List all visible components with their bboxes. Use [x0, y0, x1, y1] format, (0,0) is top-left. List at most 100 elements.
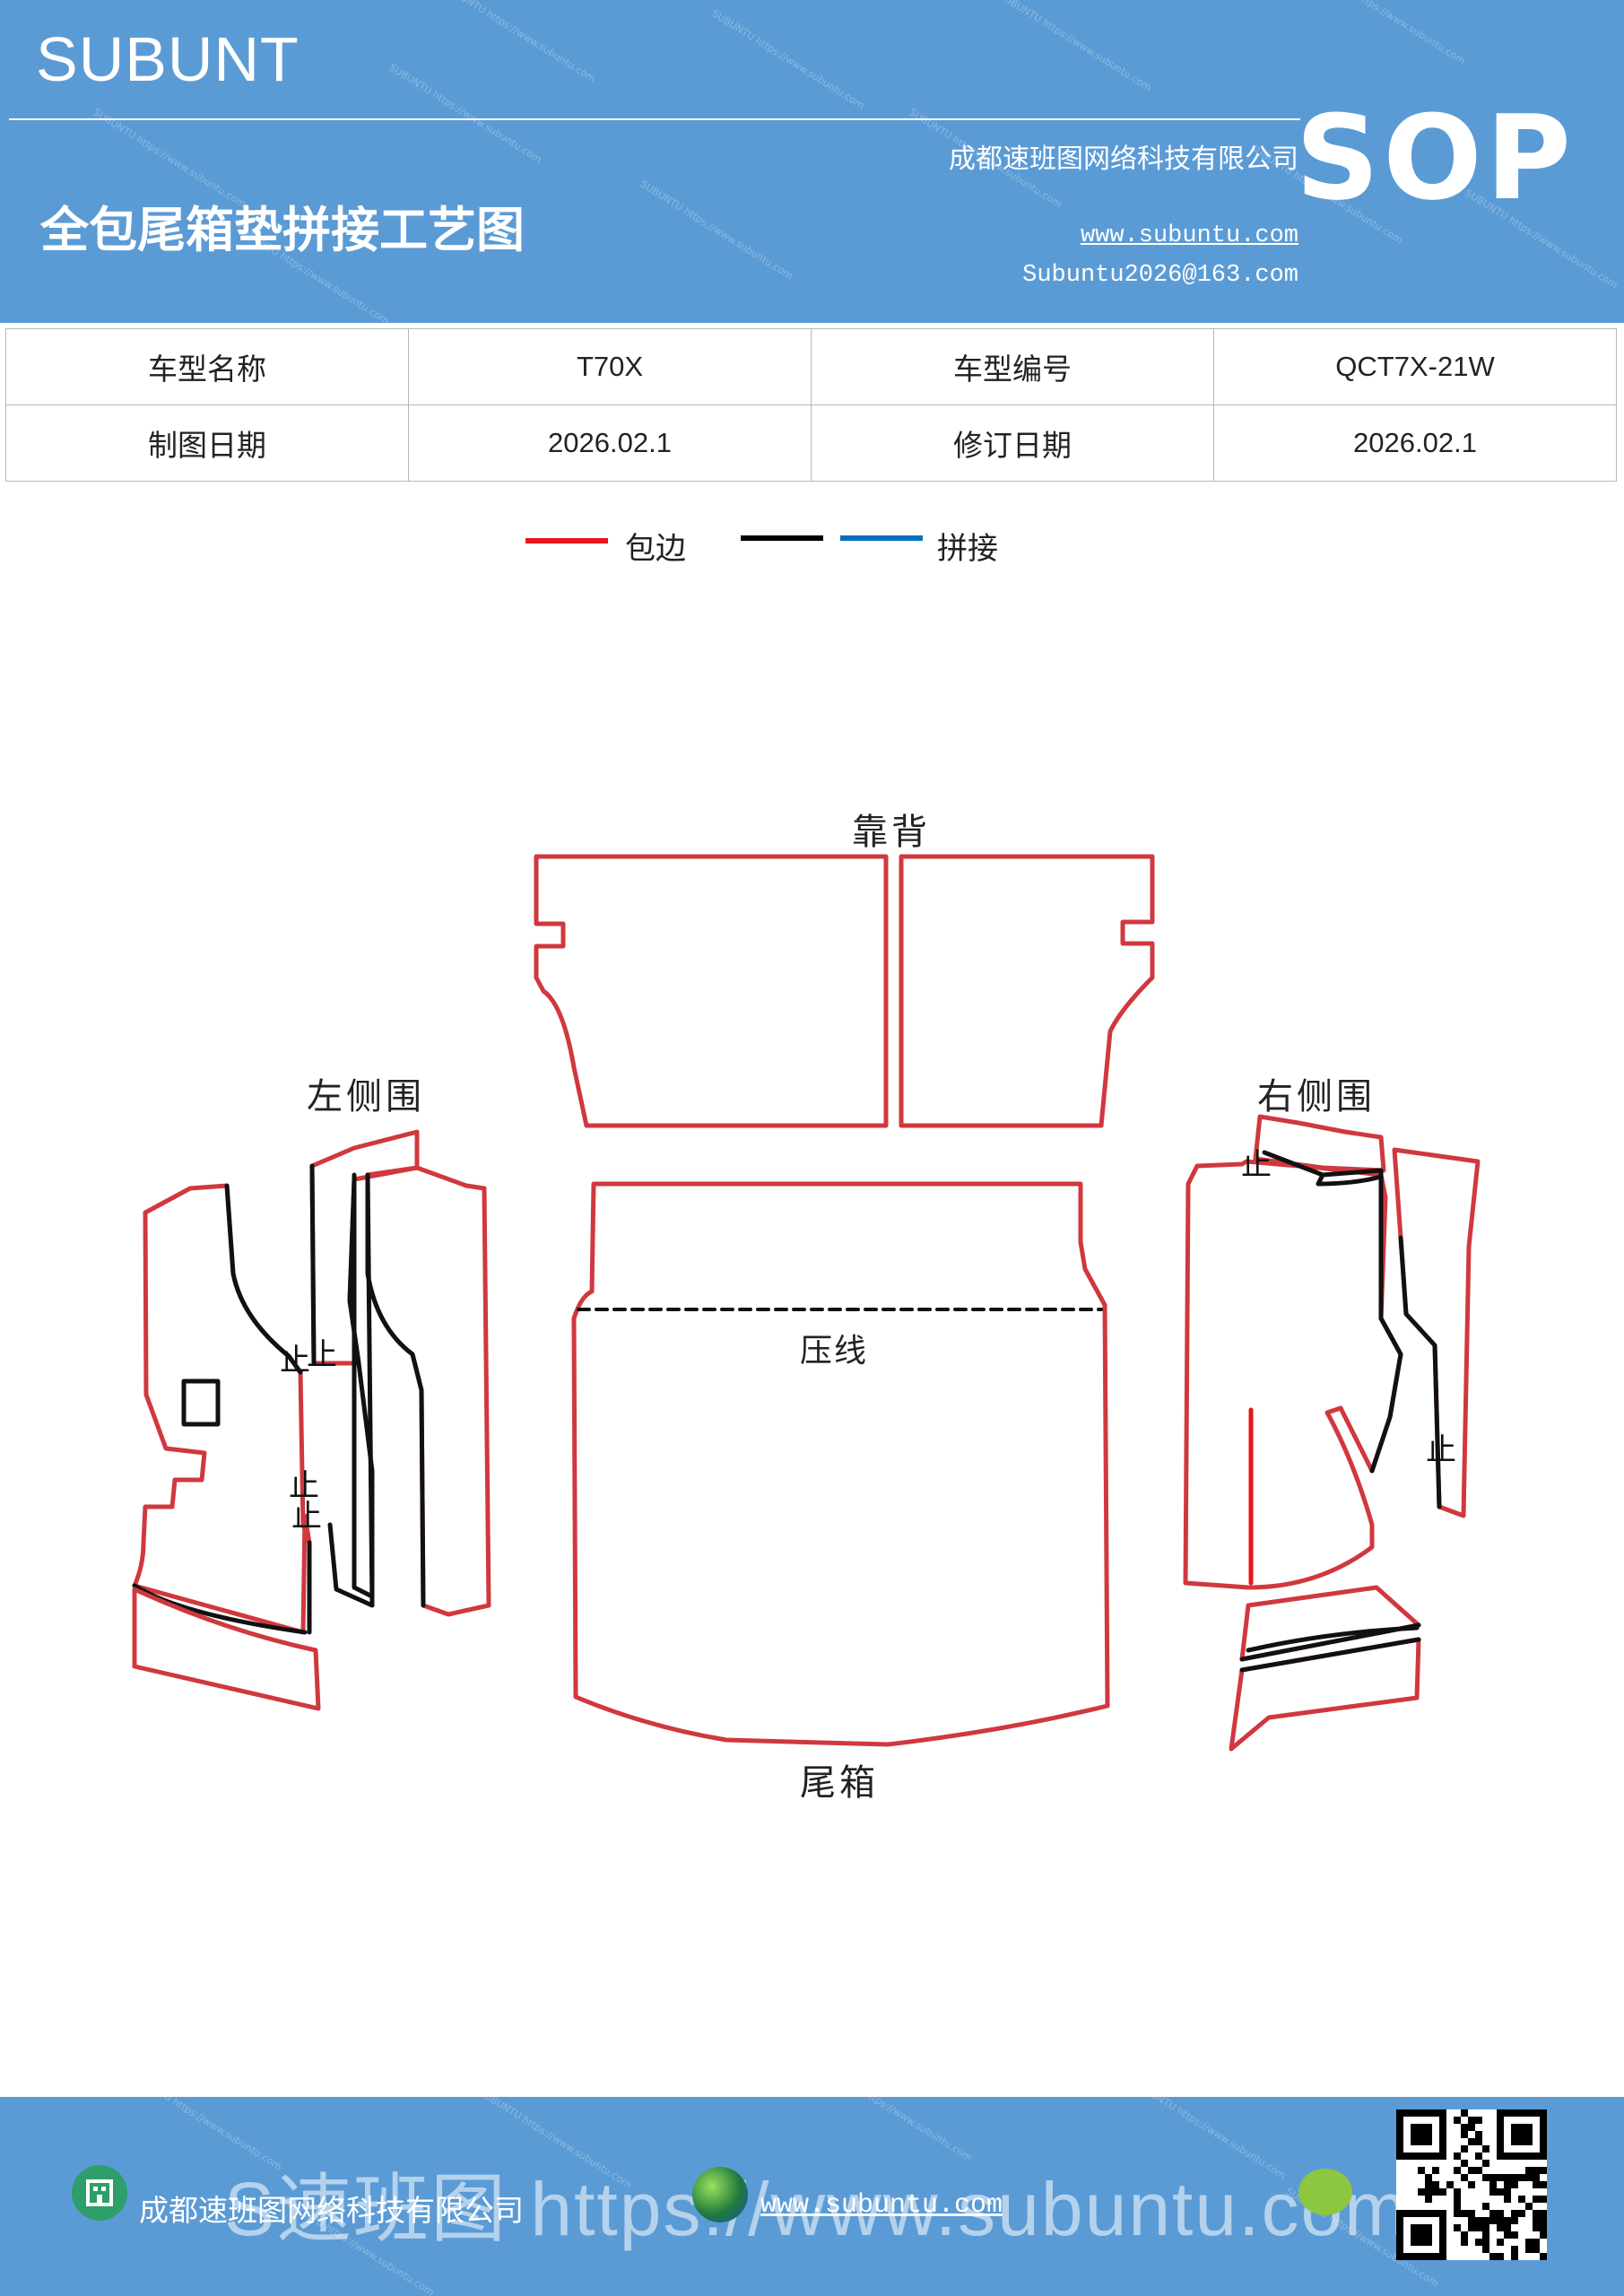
qr-module [1461, 2231, 1468, 2239]
qr-module [1489, 2174, 1497, 2181]
qr-module [1489, 2253, 1497, 2260]
stop-mark: 止 [1241, 1147, 1272, 1183]
qr-module [1525, 2167, 1533, 2174]
qr-module [1497, 2210, 1504, 2217]
qr-module [1525, 2174, 1533, 2181]
qr-module [1475, 2167, 1482, 2174]
qr-module [1475, 2239, 1482, 2246]
left-side-lower-panel [132, 1587, 321, 1711]
qr-module [1540, 2181, 1547, 2188]
page-footer: SUBUNTU https://www.subuntu.com SUBUNTU … [0, 2097, 1624, 2296]
table-cell-value: T70X [408, 328, 812, 405]
table-cell-label: 车型名称 [5, 328, 409, 405]
globe-icon [692, 2167, 748, 2222]
header-website-link[interactable]: www.subuntu.com [1080, 222, 1298, 249]
qr-module [1504, 2174, 1511, 2181]
qr-module [1461, 2239, 1468, 2246]
label-crease: 压线 [800, 1333, 869, 1370]
qr-module [1475, 2138, 1482, 2145]
qr-code [1396, 2109, 1547, 2260]
watermark: SUBUNTU https://www.subuntu.com [1310, 0, 1468, 67]
stop-marks: 止 止 止 止 止 止 [280, 1147, 1456, 1535]
qr-module [1511, 2253, 1518, 2260]
qr-module [1497, 2217, 1504, 2224]
qr-module [1540, 2210, 1547, 2217]
left-side-main-panel [132, 1183, 312, 1635]
qr-module [1533, 2246, 1540, 2253]
table-cell-value: 2026.02.1 [408, 404, 812, 482]
qr-module [1533, 2217, 1540, 2224]
qr-module [1418, 2188, 1425, 2196]
stop-mark: 止 [289, 1468, 319, 1504]
right-side-outer-seam [1398, 1235, 1442, 1509]
qr-module [1489, 2181, 1497, 2188]
qr-module [1511, 2217, 1518, 2224]
qr-module [1540, 2231, 1547, 2239]
qr-module [1482, 2174, 1489, 2181]
qr-module [1511, 2231, 1518, 2239]
qr-module [1461, 2124, 1468, 2131]
qr-module [1468, 2167, 1475, 2174]
building-icon [72, 2165, 127, 2221]
qr-module [1461, 2131, 1468, 2138]
qr-module [1497, 2239, 1504, 2246]
backrest-right-panel [899, 854, 1155, 1128]
qr-module [1432, 2181, 1439, 2188]
qr-module [1432, 2167, 1439, 2174]
qr-module [1504, 2196, 1511, 2203]
qr-finder [1511, 2124, 1533, 2145]
qr-module [1482, 2224, 1489, 2231]
qr-module [1504, 2231, 1511, 2239]
qr-module [1468, 2117, 1475, 2124]
qr-module [1518, 2210, 1525, 2217]
qr-module [1475, 2117, 1482, 2124]
qr-module [1511, 2246, 1518, 2253]
backrest-left-panel [534, 854, 889, 1128]
qr-module [1454, 2210, 1461, 2217]
qr-module [1454, 2152, 1461, 2160]
qr-module [1533, 2196, 1540, 2203]
qr-module [1497, 2174, 1504, 2181]
qr-module [1489, 2188, 1497, 2196]
page-title: 全包尾箱垫拼接工艺图 [40, 201, 525, 258]
qr-module [1489, 2217, 1497, 2224]
qr-module [1432, 2188, 1439, 2196]
label-right-side: 右侧围 [1257, 1076, 1376, 1118]
watermark: SUBUNTU https://www.subuntu.com [709, 7, 867, 112]
table-cell-value: QCT7X-21W [1213, 328, 1617, 405]
footer-website-link[interactable]: www.subuntu.com [760, 2190, 1003, 2221]
qr-module [1540, 2217, 1547, 2224]
sop-badge: SOP [1295, 90, 1575, 226]
header-divider [9, 118, 1300, 120]
qr-module [1504, 2224, 1511, 2231]
qr-module [1533, 2181, 1540, 2188]
qr-module [1468, 2181, 1475, 2188]
right-side-bottom-seam [1239, 1637, 1421, 1673]
qr-module [1533, 2174, 1540, 2181]
left-side-rear-panel [365, 1165, 491, 1617]
qr-module [1446, 2181, 1454, 2188]
qr-module [1461, 2160, 1468, 2167]
qr-module [1504, 2217, 1511, 2224]
qr-module [1489, 2210, 1497, 2217]
qr-module [1525, 2203, 1533, 2210]
trunk-floor-panel [571, 1181, 1110, 1747]
qr-module [1468, 2210, 1475, 2217]
qr-module [1482, 2217, 1489, 2224]
qr-module [1525, 2246, 1533, 2253]
qr-module [1533, 2210, 1540, 2217]
qr-module [1425, 2174, 1432, 2181]
right-side-top-seam [1262, 1150, 1403, 1474]
qr-module [1540, 2224, 1547, 2231]
legend-swatch-edge [525, 538, 608, 544]
qr-module [1425, 2196, 1432, 2203]
qr-module [1468, 2217, 1475, 2224]
label-trunk: 尾箱 [800, 1762, 879, 1804]
header-email[interactable]: Subuntu2026@163.com [1022, 262, 1298, 289]
table-cell-value: 2026.02.1 [1213, 404, 1617, 482]
qr-module [1482, 2231, 1489, 2239]
qr-module [1475, 2224, 1482, 2231]
trunk-mat-diagram: 止 止 止 止 止 止 [132, 854, 1481, 1752]
qr-module [1540, 2253, 1547, 2260]
qr-module [1533, 2224, 1540, 2231]
